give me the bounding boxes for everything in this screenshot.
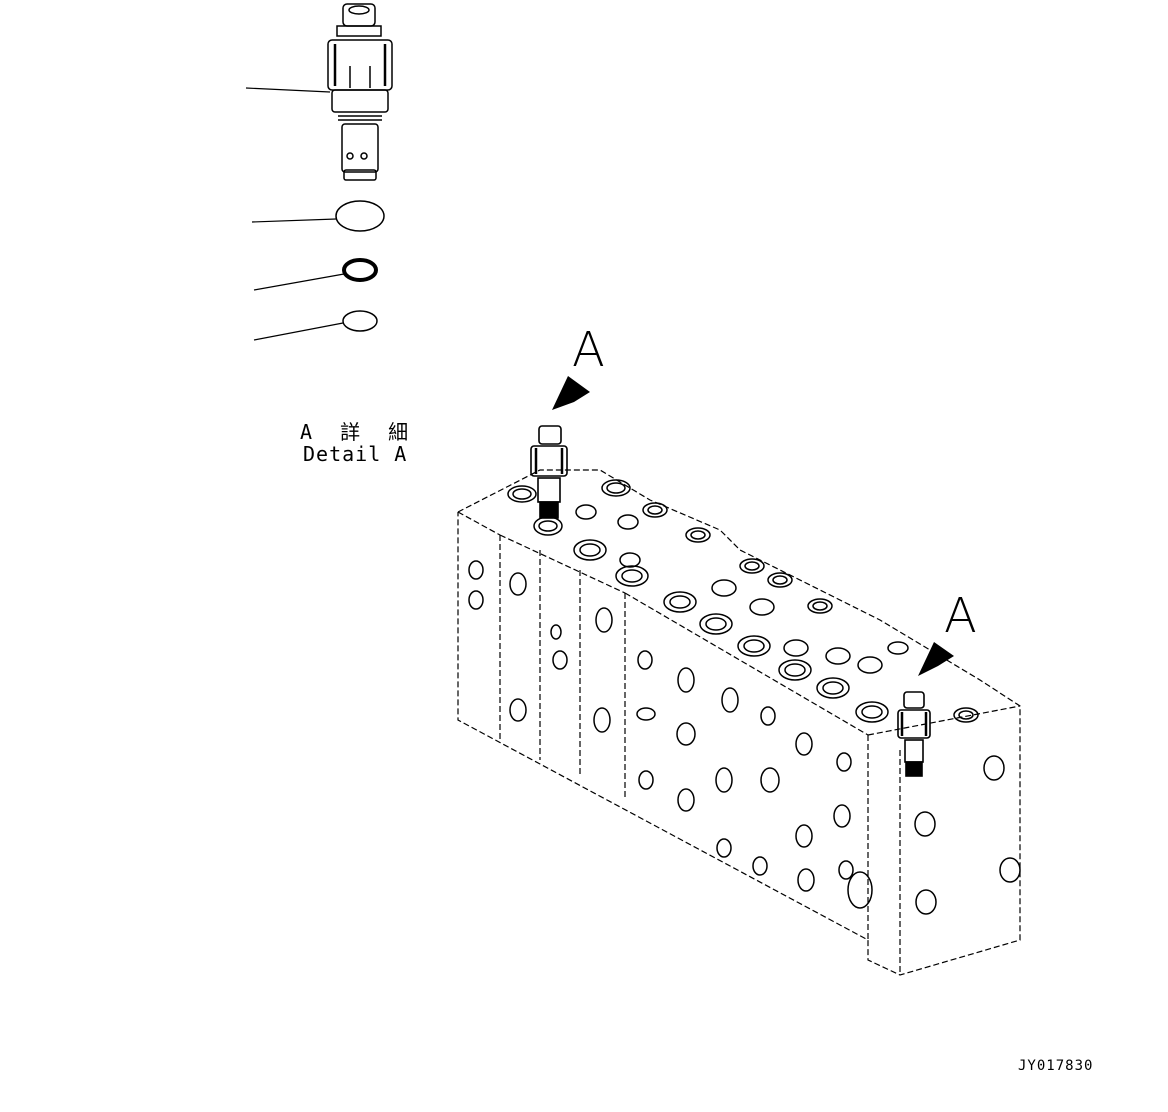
backup-ring: [342, 258, 378, 282]
installed-cartridge-1: [530, 425, 568, 519]
valve-ports: [507, 479, 979, 723]
side-holes: [468, 560, 1021, 915]
callout-letter-a-2: A: [944, 588, 977, 644]
relief-valve-cartridge: [245, 3, 393, 181]
drawing-code: JY017830: [1018, 1058, 1094, 1074]
arrow-icon: [552, 376, 590, 410]
control-valve-block: [457, 469, 1021, 976]
o-ring-small: [342, 310, 378, 332]
o-ring-large: [335, 200, 385, 232]
arrow-icon: [918, 642, 954, 676]
installed-cartridge-2: [897, 691, 931, 777]
callout-letter-a-1: A: [572, 322, 605, 378]
detail-label-japanese: A 詳 細: [300, 420, 417, 444]
detail-label-english: Detail A: [303, 442, 408, 466]
